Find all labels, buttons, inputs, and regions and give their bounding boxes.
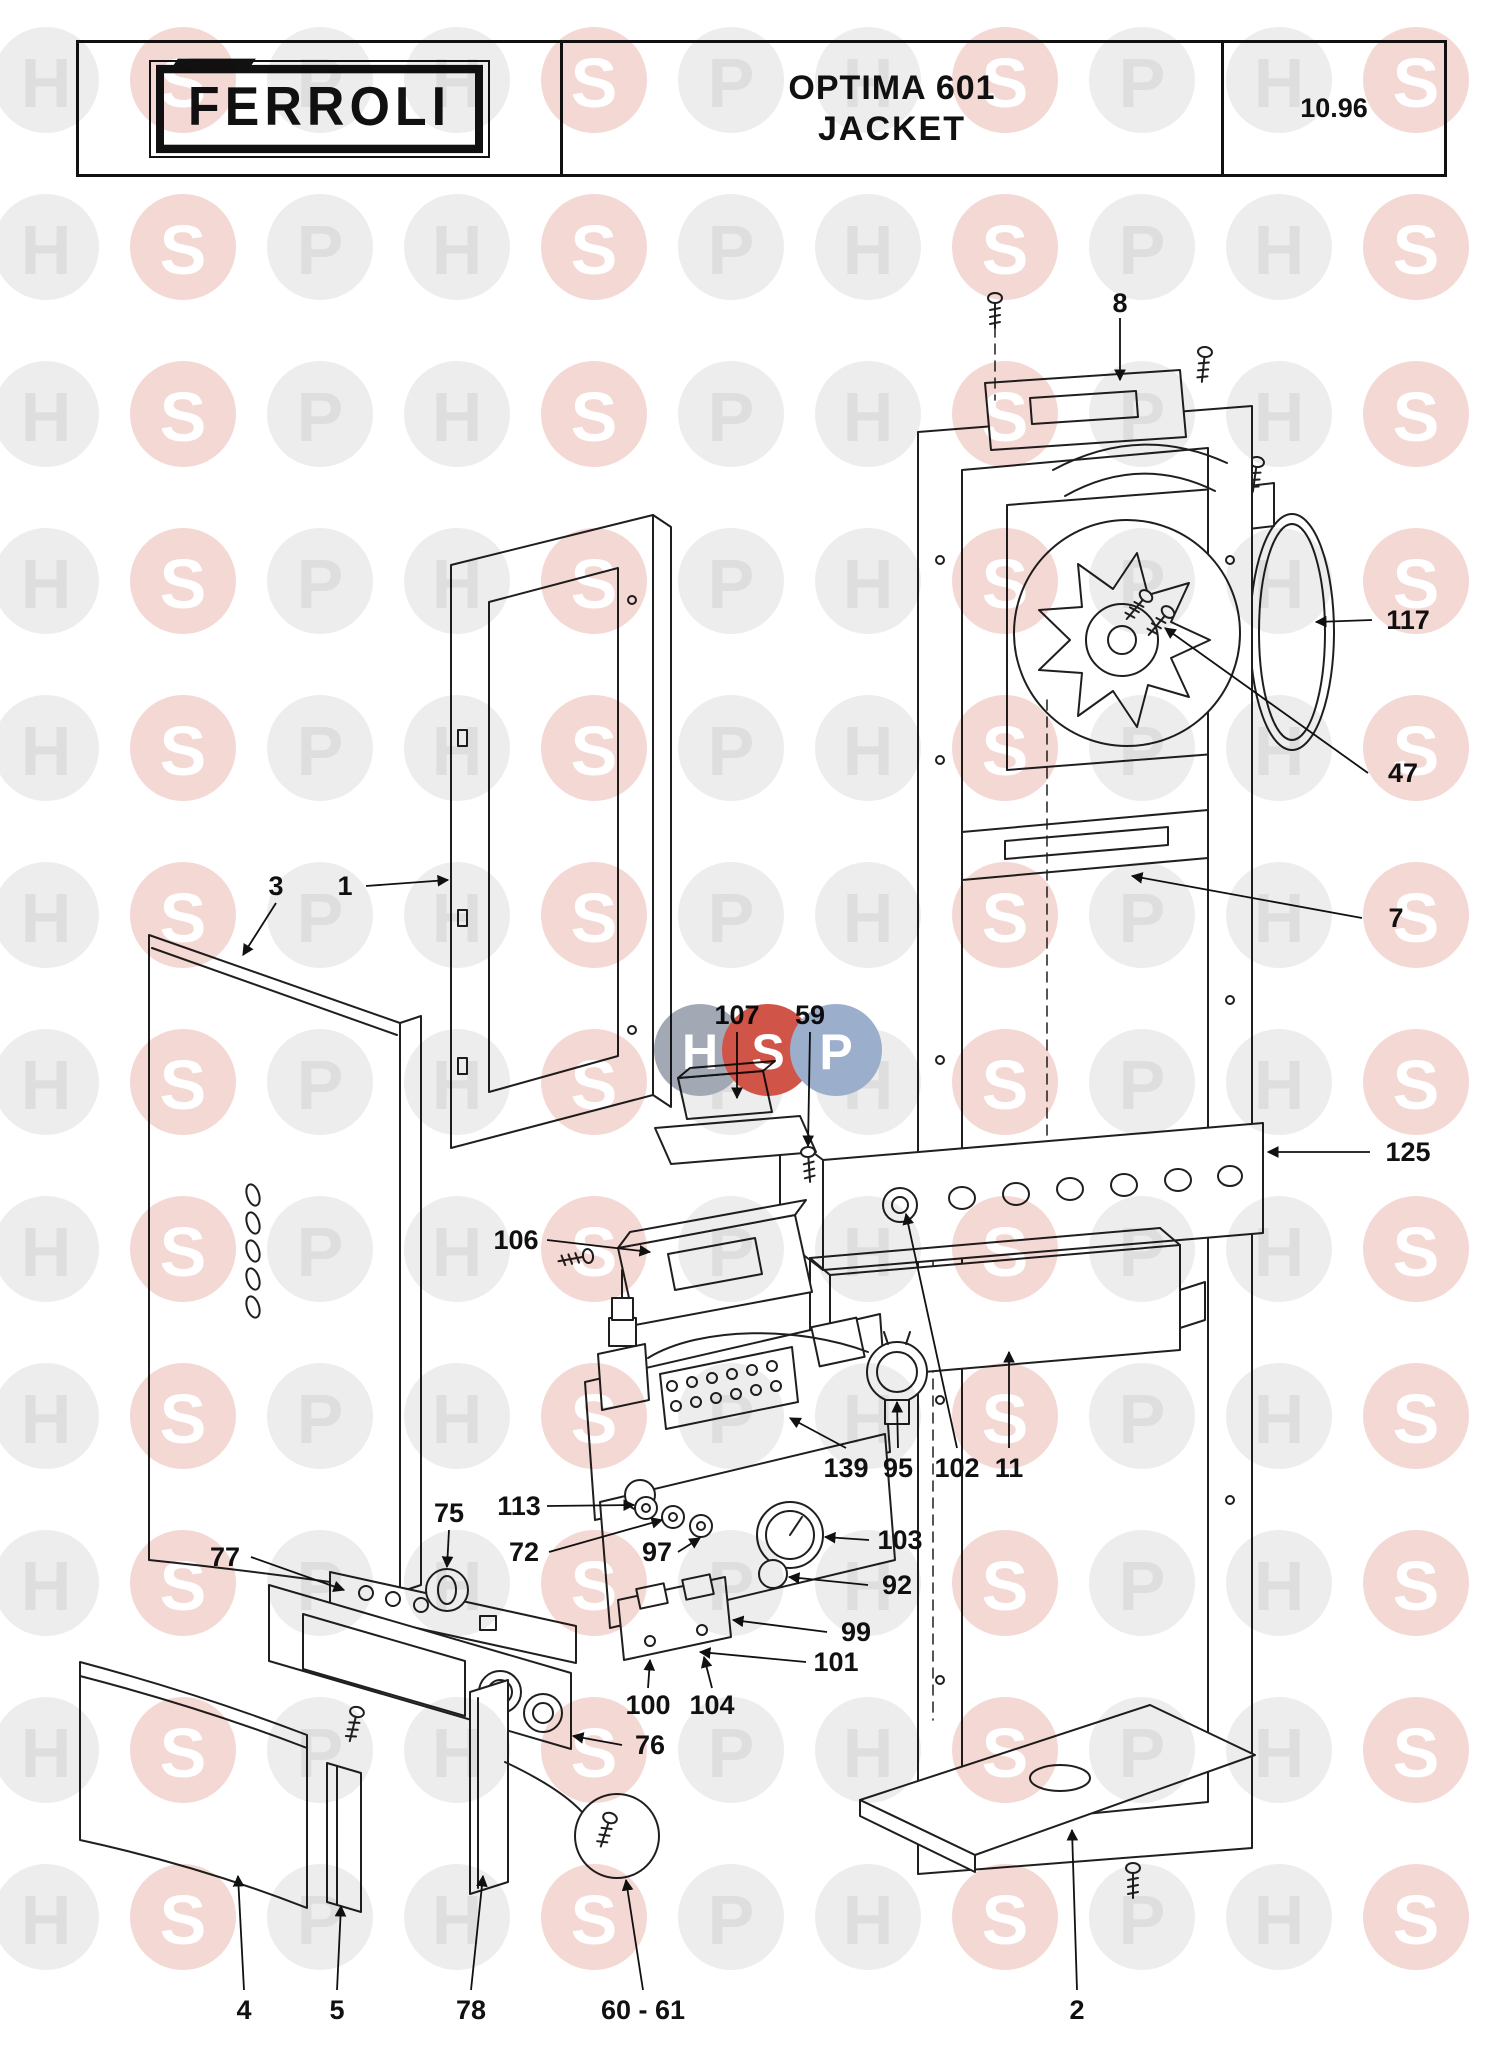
leader-line	[365, 874, 450, 887]
leader-line	[242, 902, 277, 956]
part-label: 3	[268, 871, 283, 901]
leader-line	[1066, 1828, 1079, 1991]
part-label: 100	[625, 1690, 670, 1720]
part-label: 78	[456, 1995, 486, 2025]
part-label: 125	[1385, 1137, 1430, 1167]
part-label: 72	[509, 1537, 539, 1567]
fan-ring	[1249, 513, 1335, 751]
part-label: 1	[337, 871, 352, 901]
part-label: 47	[1388, 758, 1418, 788]
transformer-box	[654, 1060, 817, 1165]
screw-detail	[504, 1761, 660, 1879]
front-panel	[148, 934, 422, 1593]
part-label: 8	[1112, 288, 1127, 318]
leader-line	[571, 1732, 623, 1746]
leader-line	[731, 1615, 828, 1633]
part-label: 76	[635, 1730, 665, 1760]
door-inner-panel	[469, 1679, 509, 1895]
part-label: 113	[497, 1491, 541, 1521]
part-label: 77	[210, 1542, 240, 1572]
part-label: 97	[642, 1537, 672, 1567]
inner-frame	[450, 514, 672, 1149]
part-label: 7	[1388, 903, 1403, 933]
part-label: 103	[877, 1525, 922, 1555]
part-label: 2	[1069, 1995, 1084, 2025]
part-label: 101	[813, 1647, 858, 1677]
part-label: 99	[841, 1617, 871, 1647]
part-label: 60 - 61	[601, 1995, 685, 2025]
leader-line	[643, 1658, 656, 1689]
leader-line	[232, 1874, 245, 1991]
part-label: 107	[714, 1000, 759, 1030]
lower-door	[79, 1661, 308, 1909]
screw-icon	[556, 1247, 596, 1270]
part-label: 95	[883, 1453, 913, 1483]
top-plate	[984, 292, 1214, 451]
part-label: 75	[434, 1498, 464, 1528]
screw-icon	[1125, 1862, 1141, 1899]
control-cover	[556, 1199, 813, 1326]
knob	[425, 1568, 469, 1612]
part-label: 11	[995, 1453, 1024, 1483]
part-label: 117	[1386, 605, 1430, 635]
leader-line	[334, 1904, 347, 1991]
part-label: 104	[689, 1690, 734, 1720]
part-label: 102	[934, 1453, 979, 1483]
shelf-panel	[779, 1122, 1264, 1271]
leader-line	[621, 1878, 644, 1991]
leader-line	[698, 1647, 807, 1663]
part-label: 139	[823, 1453, 868, 1483]
part-label: 5	[329, 1995, 344, 2025]
leader-line	[891, 1400, 904, 1449]
leader-line	[802, 1031, 815, 1148]
part-label: 92	[882, 1570, 912, 1600]
leader-line	[441, 1529, 454, 1569]
screw-icon	[1193, 345, 1214, 384]
frame-crossbar	[961, 809, 1209, 881]
part-label: 106	[493, 1225, 538, 1255]
leader-line	[546, 1499, 636, 1511]
leader-line	[700, 1655, 713, 1689]
door-strip	[326, 1762, 362, 1913]
screw-icon	[341, 1704, 367, 1744]
part-label: 4	[236, 1995, 251, 2025]
part-label: 59	[795, 1000, 825, 1030]
